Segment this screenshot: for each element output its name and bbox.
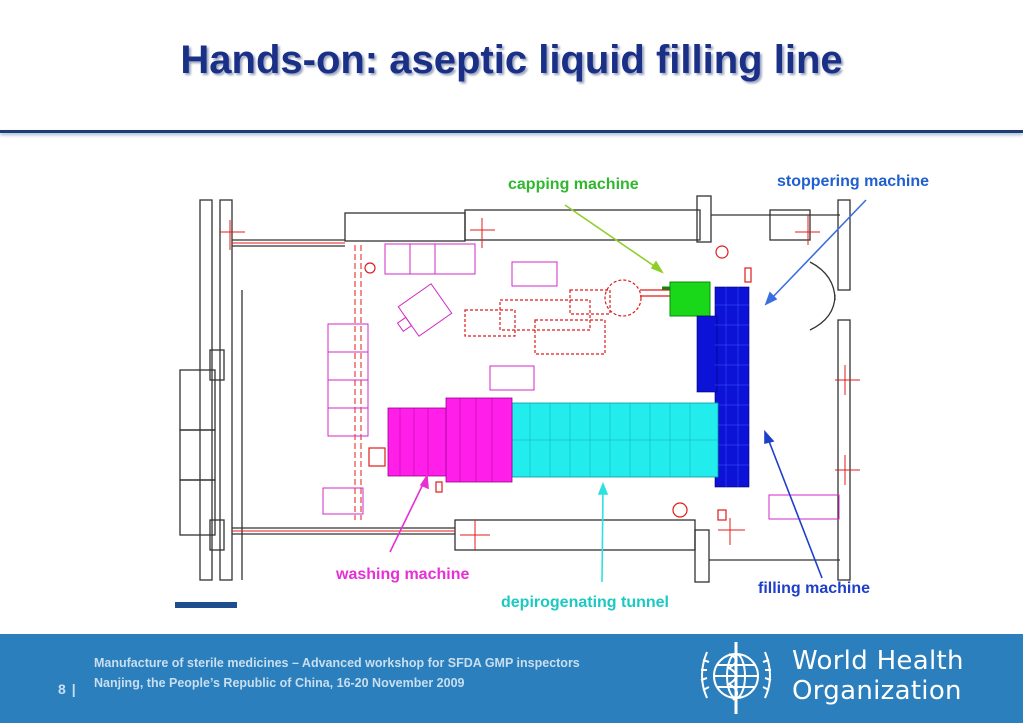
filling-arrow xyxy=(766,435,823,579)
footer-line-1: Manufacture of sterile medicines – Advan… xyxy=(94,656,580,670)
red-gridlines xyxy=(220,215,860,550)
who-emblem-icon xyxy=(700,642,772,714)
washing-arrow xyxy=(389,479,426,553)
page-number: 8 | xyxy=(58,681,76,697)
org-name-line-1: World Health xyxy=(792,646,964,676)
label-filling-machine: filling machine xyxy=(758,580,871,597)
filling-machine xyxy=(696,286,750,488)
slide-title: Hands-on: aseptic liquid filling line xyxy=(180,38,843,82)
building-walls xyxy=(179,195,851,583)
plan-corner-block xyxy=(175,602,237,608)
label-depyrogenating-tunnel: depirogenating tunnel xyxy=(501,594,669,611)
title-divider xyxy=(0,130,1023,133)
tunnel-arrow xyxy=(601,487,604,583)
footer-line-2: Nanjing, the People’s Republic of China,… xyxy=(94,676,465,690)
label-stoppering-machine: stoppering machine xyxy=(777,173,930,190)
label-capping-machine: capping machine xyxy=(508,176,639,193)
org-name-line-2: Organization xyxy=(792,676,962,706)
depyrogenating-tunnel xyxy=(511,402,719,478)
pointer-arrows xyxy=(389,199,867,583)
equipment-outlines xyxy=(322,243,840,520)
floor-plan xyxy=(175,195,867,608)
washing-machine xyxy=(387,397,513,483)
red-conveyor-area xyxy=(364,245,752,521)
capping-machine xyxy=(669,281,711,317)
label-washing-machine: washing machine xyxy=(336,566,470,583)
footer-bar xyxy=(0,634,1023,723)
stoppering-arrow xyxy=(769,199,867,301)
capping-arrow xyxy=(564,204,661,271)
